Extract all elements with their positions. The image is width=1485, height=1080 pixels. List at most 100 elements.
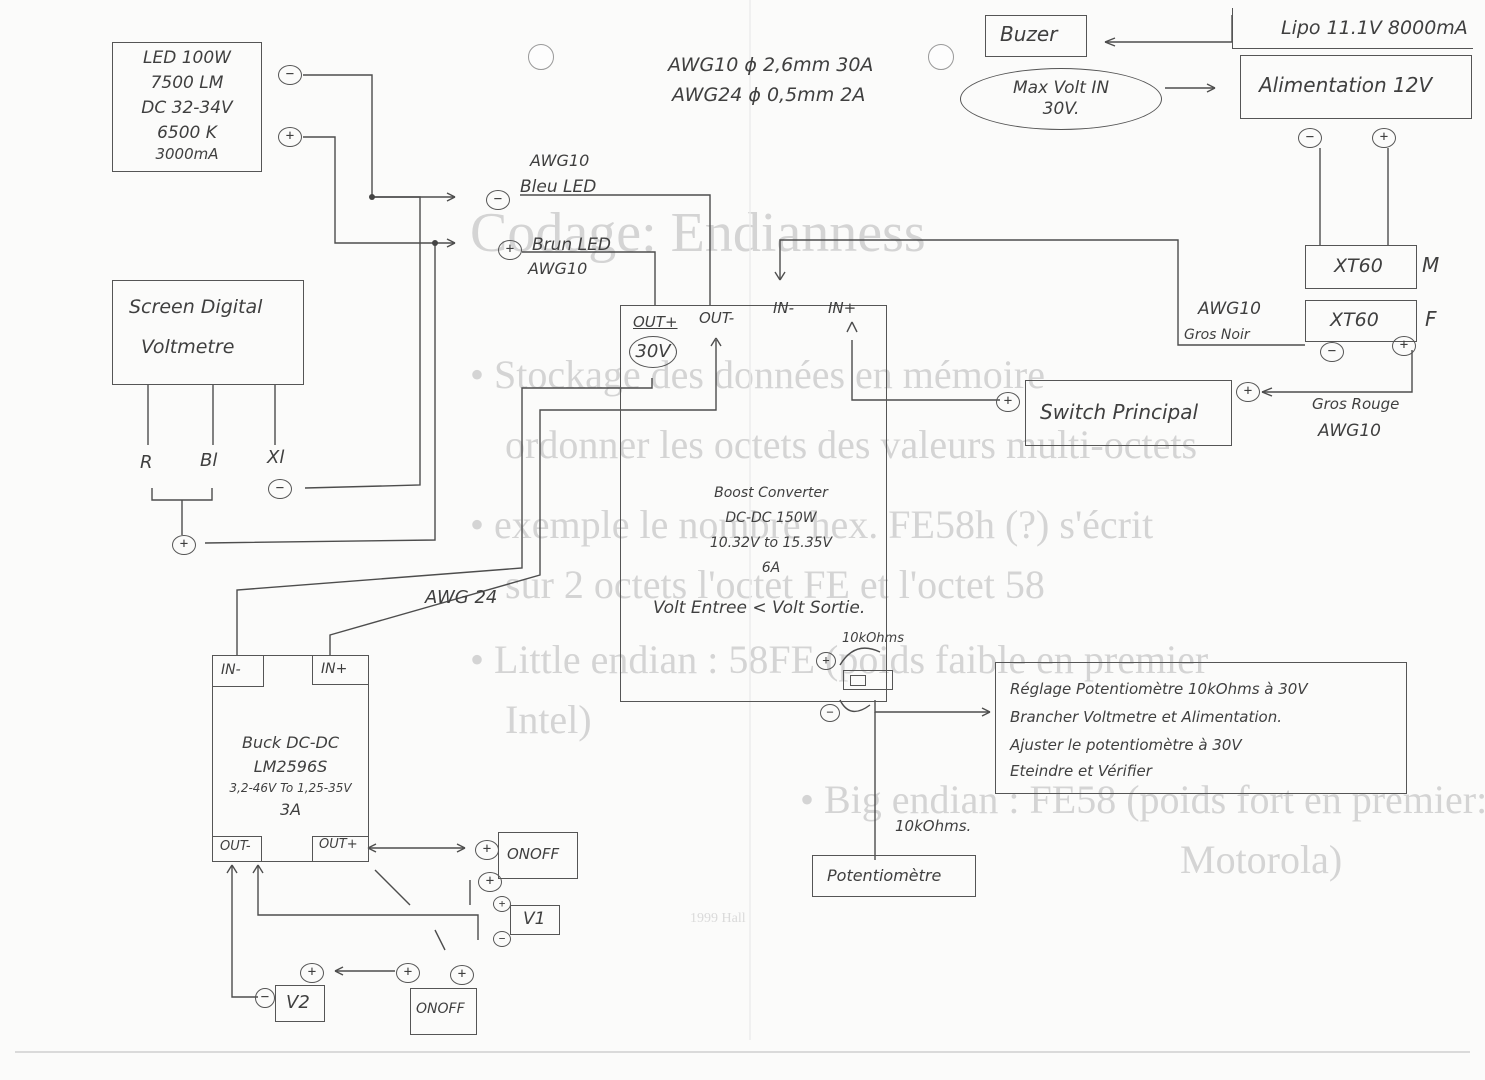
adjustment-note-2: Brancher Voltmetre et Alimentation. <box>1010 708 1282 726</box>
brun-plus-pin: + <box>498 240 522 260</box>
v2-minus-pin: − <box>255 988 275 1008</box>
gros-rouge-label: Gros Rouge <box>1312 395 1400 413</box>
voltmeter-wire-r: R <box>140 452 153 473</box>
onoff2-plus-pin-left: + <box>396 963 420 983</box>
voltmeter-label-1: Screen Digital <box>129 296 263 318</box>
xt60-male-label: XT60 <box>1334 255 1383 277</box>
gros-rouge-awg-label: AWG10 <box>1318 421 1381 441</box>
buck-line-4: 3A <box>279 800 302 819</box>
led-spec-kelvin: 6500 K <box>157 123 217 143</box>
v1-voltmeter: V1 <box>510 905 560 935</box>
buck-in-minus: IN- <box>221 662 241 678</box>
alimentation-label: Alimentation 12V <box>1259 73 1433 97</box>
voltmeter-box: Screen Digital Voltmetre <box>112 280 304 385</box>
boost-30v-badge: 30V <box>629 336 677 368</box>
buck-line-3: 3,2-46V To 1,25-35V <box>229 781 352 795</box>
boost-in-plus: IN+ <box>828 299 857 317</box>
max-volt-label: Max Volt IN <box>1012 78 1110 98</box>
xt60-minus-pin: − <box>1320 342 1344 362</box>
buzzer-box: Buzer <box>985 15 1087 57</box>
onoff1-plus-pin: + <box>475 840 499 860</box>
voltmeter-minus-pin: − <box>268 479 292 499</box>
trimmer-potentiometer <box>843 670 893 690</box>
awg10-spec: AWG10 ϕ 2,6mm 30A <box>668 54 874 76</box>
brun-led-label: Brun LED <box>532 235 611 255</box>
voltmeter-label-2: Voltmetre <box>141 336 235 358</box>
buck-line-1: Buck DC-DC <box>241 733 340 752</box>
trimmer-value-label: 10kOhms <box>842 631 904 646</box>
punch-hole <box>528 44 554 70</box>
boost-converter-box: OUT+ OUT- IN- IN+ 30V Boost Converter DC… <box>620 300 893 702</box>
voltmeter-wire-xl: Xl <box>267 447 285 468</box>
xt60-female-tag: F <box>1425 307 1437 331</box>
trimmer-plus-pin: + <box>816 652 836 670</box>
v2-label: V2 <box>286 992 310 1013</box>
switch-plus-pin-left: + <box>996 392 1020 412</box>
xt60-female-box: XT60 <box>1305 300 1417 342</box>
awg24-label: AWG 24 <box>425 587 498 608</box>
gros-noir-label: Gros Noir <box>1184 327 1250 343</box>
ghost-line: Intel) <box>505 697 592 742</box>
ghost-line: • Big endian : FE58 (poids fort en premi… <box>800 777 1485 822</box>
adjustment-note-4: Eteindre et Vérifier <box>1010 762 1152 780</box>
alimentation-box: Alimentation 12V <box>1240 55 1472 119</box>
max-volt-oval: Max Volt IN 30V. <box>960 68 1162 130</box>
buck-out-minus: OUT- <box>220 839 251 854</box>
xt60-male-tag: M <box>1422 253 1440 277</box>
led-box: LED 100W 7500 LM DC 32-34V 6500 K 3000mA <box>112 42 262 172</box>
onoff2-switch: ONOFF <box>410 988 477 1035</box>
onoff2-plus-pin-right: + <box>450 965 474 985</box>
punch-hole <box>928 44 954 70</box>
boost-line-4: 6A <box>761 560 781 576</box>
buck-out-plus-terminal <box>312 836 368 861</box>
ghost-line: sur 2 octets l'octet FE et l'octet 58 <box>505 562 1045 607</box>
onoff1-label: ONOFF <box>507 845 560 863</box>
boost-in-minus: IN- <box>773 299 795 317</box>
voltmeter-plus-pin: + <box>172 535 196 555</box>
buck-out-plus: OUT+ <box>319 837 358 852</box>
led-spec-power: LED 100W <box>143 48 231 68</box>
ghost-line: • exemple le nombre hex. FE58h (?) s'écr… <box>470 502 1154 547</box>
xt60-male-box: XT60 <box>1305 245 1417 289</box>
onoff1-plus-pin-2: + <box>478 872 502 892</box>
boost-line-1: Boost Converter <box>714 485 828 501</box>
potentiometer-box: Potentiomètre <box>812 855 976 897</box>
ghost-line: Motorola) <box>1180 837 1343 882</box>
buck-in-plus: IN+ <box>321 661 348 677</box>
max-volt-value: 30V. <box>1042 99 1080 119</box>
buck-out-minus-terminal <box>213 836 262 861</box>
switch-plus-pin-right: + <box>1236 382 1260 402</box>
v1-label: V1 <box>523 909 546 929</box>
onoff1-switch: ONOFF <box>498 832 578 879</box>
ghost-line: • Little endian : 58FE (poids faible en … <box>470 637 1209 682</box>
potentiometer-value-label: 10kOhms. <box>895 817 972 835</box>
boost-out-minus: OUT- <box>699 309 735 327</box>
led-spec-lumen: 7500 LM <box>150 73 224 93</box>
gros-noir-awg-label: AWG10 <box>1198 299 1261 319</box>
ghost-footer: 1999 Hall <box>690 911 746 926</box>
boost-volt-compare: Volt Entree < Volt Sortie. <box>653 598 866 618</box>
boost-line-3: 10.32V to 15.35V <box>709 535 833 551</box>
voltmeter-wire-bl: Bl <box>200 450 218 471</box>
brun-awg-label: AWG10 <box>528 259 588 278</box>
awg24-spec: AWG24 ϕ 0,5mm 2A <box>672 84 866 106</box>
v1-minus-pin: − <box>493 931 511 947</box>
lipo-label: Lipo 11.1V 8000mA <box>1281 17 1468 39</box>
main-switch-box: Switch Principal <box>1025 380 1232 446</box>
v2-plus-pin: + <box>300 963 324 983</box>
lipo-box: Lipo 11.1V 8000mA <box>1232 8 1473 49</box>
onoff2-label: ONOFF <box>416 1001 465 1017</box>
bleu-led-label: Bleu LED <box>520 177 597 197</box>
trimmer-minus-pin: − <box>820 704 840 722</box>
alimentation-plus-pin: + <box>1372 128 1396 148</box>
trimmer-screw-icon <box>850 675 866 686</box>
led-plus-pin: + <box>278 127 302 147</box>
buck-in-minus-terminal <box>213 656 264 687</box>
boost-line-2: DC-DC 150W <box>725 510 817 526</box>
adjustment-note-box: Réglage Potentiomètre 10kOhms à 30V Bran… <box>995 662 1407 794</box>
buck-in-plus-terminal <box>312 656 368 685</box>
potentiometer-label: Potentiomètre <box>827 866 942 885</box>
xt60-female-label: XT60 <box>1330 309 1379 331</box>
